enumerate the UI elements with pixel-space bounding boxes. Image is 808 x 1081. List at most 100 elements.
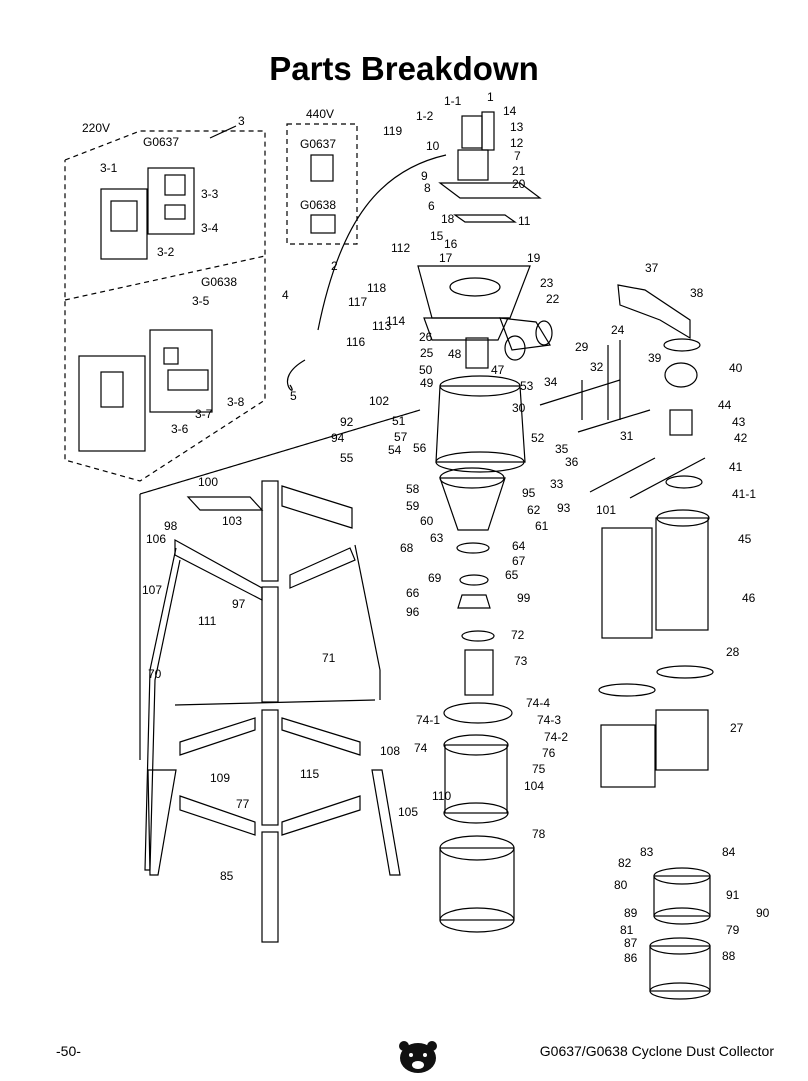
part-callout: 3-4 xyxy=(201,221,219,235)
part-callout: 43 xyxy=(732,415,746,429)
part-callout: 28 xyxy=(726,645,740,659)
part-callout: 92 xyxy=(340,415,354,429)
part-callout: 93 xyxy=(557,501,571,515)
part-callout: 77 xyxy=(236,797,250,811)
part-callout: 3-3 xyxy=(201,187,219,201)
page-title: Parts Breakdown xyxy=(269,50,539,87)
part-callout: 13 xyxy=(510,120,524,134)
part-callout: 5 xyxy=(290,389,297,403)
part-callout: 118 xyxy=(367,281,386,295)
part-callout: 3-1 xyxy=(100,161,118,175)
part-callout: 41-1 xyxy=(732,487,756,501)
part-callout: 103 xyxy=(222,514,242,528)
part-callout: 105 xyxy=(398,805,418,819)
part-callout: 76 xyxy=(542,746,556,760)
part-callout: 36 xyxy=(565,455,579,469)
part-callout: 14 xyxy=(503,104,517,118)
part-callout: 32 xyxy=(590,360,604,374)
part-callout: 89 xyxy=(624,906,638,920)
part-callout: 102 xyxy=(369,394,389,408)
part-callout: 109 xyxy=(210,771,230,785)
part-callout: 115 xyxy=(300,767,319,781)
part-callout: 60 xyxy=(420,514,434,528)
part-callout: 21 xyxy=(512,164,526,178)
part-callout: 54 xyxy=(388,443,402,457)
part-callout: 38 xyxy=(690,286,704,300)
part-callout: 74-2 xyxy=(544,730,568,744)
part-callout: 104 xyxy=(524,779,544,793)
part-callout: 100 xyxy=(198,475,218,489)
part-callout: 56 xyxy=(413,441,427,455)
part-callout: 11 xyxy=(518,214,531,228)
part-callout: 3-7 xyxy=(195,407,213,421)
part-callout: 3-6 xyxy=(171,422,189,436)
part-callout: 8 xyxy=(424,181,431,195)
part-callout: 39 xyxy=(648,351,662,365)
part-callout: 107 xyxy=(142,583,162,597)
part-callout: 116 xyxy=(346,335,365,349)
part-callout: 23 xyxy=(540,276,554,290)
part-callout: 99 xyxy=(517,591,531,605)
part-callout: 53 xyxy=(520,379,534,393)
part-callout: 79 xyxy=(726,923,740,937)
part-callout: 48 xyxy=(448,347,462,361)
part-callout: 15 xyxy=(430,229,444,243)
part-callout: 16 xyxy=(444,237,458,251)
part-callout: 34 xyxy=(544,375,558,389)
part-callout: 37 xyxy=(645,261,659,275)
part-callout: 84 xyxy=(722,845,736,859)
part-callout: 26 xyxy=(419,330,433,344)
part-callout: 63 xyxy=(430,531,444,545)
part-callout: 74-4 xyxy=(526,696,550,710)
section-label: 220V xyxy=(82,121,110,135)
part-callout: 1 xyxy=(487,90,494,104)
part-callout: 113 xyxy=(372,319,391,333)
part-callout: 50 xyxy=(419,363,433,377)
part-callout: 29 xyxy=(575,340,589,354)
part-callout: 101 xyxy=(596,503,616,517)
part-callout: 82 xyxy=(618,856,632,870)
part-callout: 24 xyxy=(611,323,625,337)
part-callout: 18 xyxy=(441,212,455,226)
part-callout: 97 xyxy=(232,597,246,611)
part-callout: 3-2 xyxy=(157,245,175,259)
part-callout: 30 xyxy=(512,401,526,415)
part-callout: 1-2 xyxy=(416,109,434,123)
part-callout: 74-3 xyxy=(537,713,561,727)
part-callout: 64 xyxy=(512,539,526,553)
part-callout: 68 xyxy=(400,541,414,555)
section-label: G0637 xyxy=(300,137,336,151)
part-callout: 98 xyxy=(164,519,178,533)
part-callout: 73 xyxy=(514,654,528,668)
part-callout: 35 xyxy=(555,442,569,456)
part-callout: 51 xyxy=(392,414,406,428)
part-callout: 10 xyxy=(426,139,440,153)
part-callout: 7 xyxy=(514,149,521,163)
part-callout: 49 xyxy=(420,376,434,390)
part-callout: 78 xyxy=(532,827,546,841)
part-callout: 119 xyxy=(383,124,402,138)
page-number: -50- xyxy=(56,1043,81,1059)
part-callout: 47 xyxy=(491,363,505,377)
part-callout: 57 xyxy=(394,430,408,444)
part-callout: 110 xyxy=(432,789,451,803)
part-callout: 114 xyxy=(386,314,405,328)
grizzly-bear-logo-icon xyxy=(399,1041,437,1073)
part-callout: 96 xyxy=(406,605,420,619)
part-callout: 31 xyxy=(620,429,634,443)
part-callout: 81 xyxy=(620,923,634,937)
part-callout: 3-5 xyxy=(192,294,210,308)
part-callout: 74-1 xyxy=(416,713,440,727)
part-callout: 17 xyxy=(439,251,453,265)
part-callout: 111 xyxy=(198,614,217,628)
part-callout: 25 xyxy=(420,346,434,360)
part-callout: 19 xyxy=(527,251,541,265)
part-callout: 74 xyxy=(414,741,428,755)
part-callout: 27 xyxy=(730,721,744,735)
part-callout: 69 xyxy=(428,571,442,585)
part-callout: 91 xyxy=(726,888,740,902)
part-callout: 44 xyxy=(718,398,732,412)
part-callout: 80 xyxy=(614,878,628,892)
part-callout: 2 xyxy=(331,259,338,273)
